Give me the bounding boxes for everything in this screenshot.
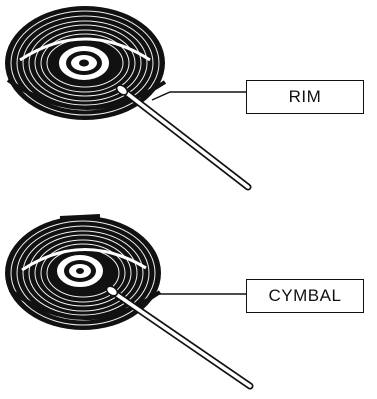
rim-figure	[5, 6, 252, 191]
bottom-cymbal-center-hole	[76, 268, 84, 274]
top-cymbal-highlight	[19, 37, 151, 62]
bottom-cymbal-highlight	[21, 248, 147, 272]
top-drumstick	[115, 84, 252, 191]
top-cymbal-center-hole	[79, 59, 89, 67]
top-cymbal-rim-edge	[6, 78, 167, 110]
rim-leader-line	[151, 91, 246, 101]
bottom-cymbal-rim-edge	[8, 288, 162, 320]
bottom-cymbal-top-edge	[59, 214, 101, 220]
rim-label: RIM	[246, 80, 364, 114]
cymbal-label: CYMBAL	[246, 279, 364, 313]
cymbal-figure	[5, 214, 254, 390]
bottom-drumstick	[105, 285, 254, 390]
bottom-cymbal-grooves	[10, 220, 156, 326]
